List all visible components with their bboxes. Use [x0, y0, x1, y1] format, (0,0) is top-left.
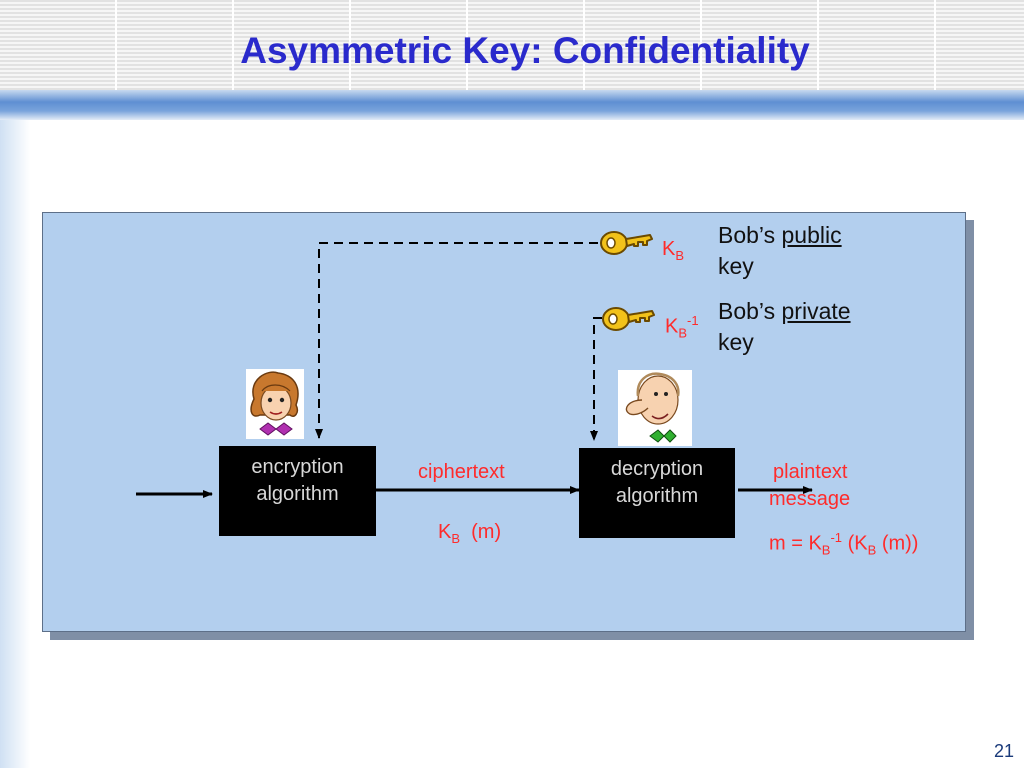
ciphertext-formula: KB (m): [438, 521, 502, 546]
header-background: [0, 0, 1024, 92]
public-key-description: Bob’s public key: [718, 222, 842, 279]
decryption-box-line2: algorithm: [615, 485, 699, 507]
page-number: 21: [993, 741, 1014, 761]
alice-avatar-icon: [246, 369, 304, 439]
private-key-symbol: KB-1: [665, 313, 699, 341]
public-key-icon: [600, 231, 653, 255]
left-edge-gradient: [0, 120, 30, 768]
decryption-box-line1: decryption: [610, 458, 704, 480]
header-band: [0, 90, 1024, 120]
private-key-icon: [602, 307, 655, 331]
bob-avatar-icon: [618, 370, 692, 446]
slide-title: Asymmetric Key: Confidentiality: [240, 30, 810, 71]
public-key-symbol: KB: [662, 238, 685, 263]
private-key-dashed-path: [590, 317, 602, 441]
decryption-algorithm-box: decryption algorithm: [579, 448, 735, 538]
private-key-description: Bob’s private key: [718, 298, 851, 355]
encryption-algorithm-box: encryption algorithm: [219, 446, 376, 536]
plaintext-formula: m = KB-1 (KB (m)): [769, 530, 919, 558]
plaintext-label-line1: plaintext: [773, 461, 848, 483]
encryption-box-line2: algorithm: [256, 483, 339, 505]
ciphertext-label: ciphertext: [418, 461, 505, 483]
public-key-dashed-path: [315, 242, 598, 439]
plaintext-label-line2: message: [769, 488, 851, 510]
encryption-box-line1: encryption: [251, 456, 344, 478]
diagram-panel: [42, 212, 966, 632]
